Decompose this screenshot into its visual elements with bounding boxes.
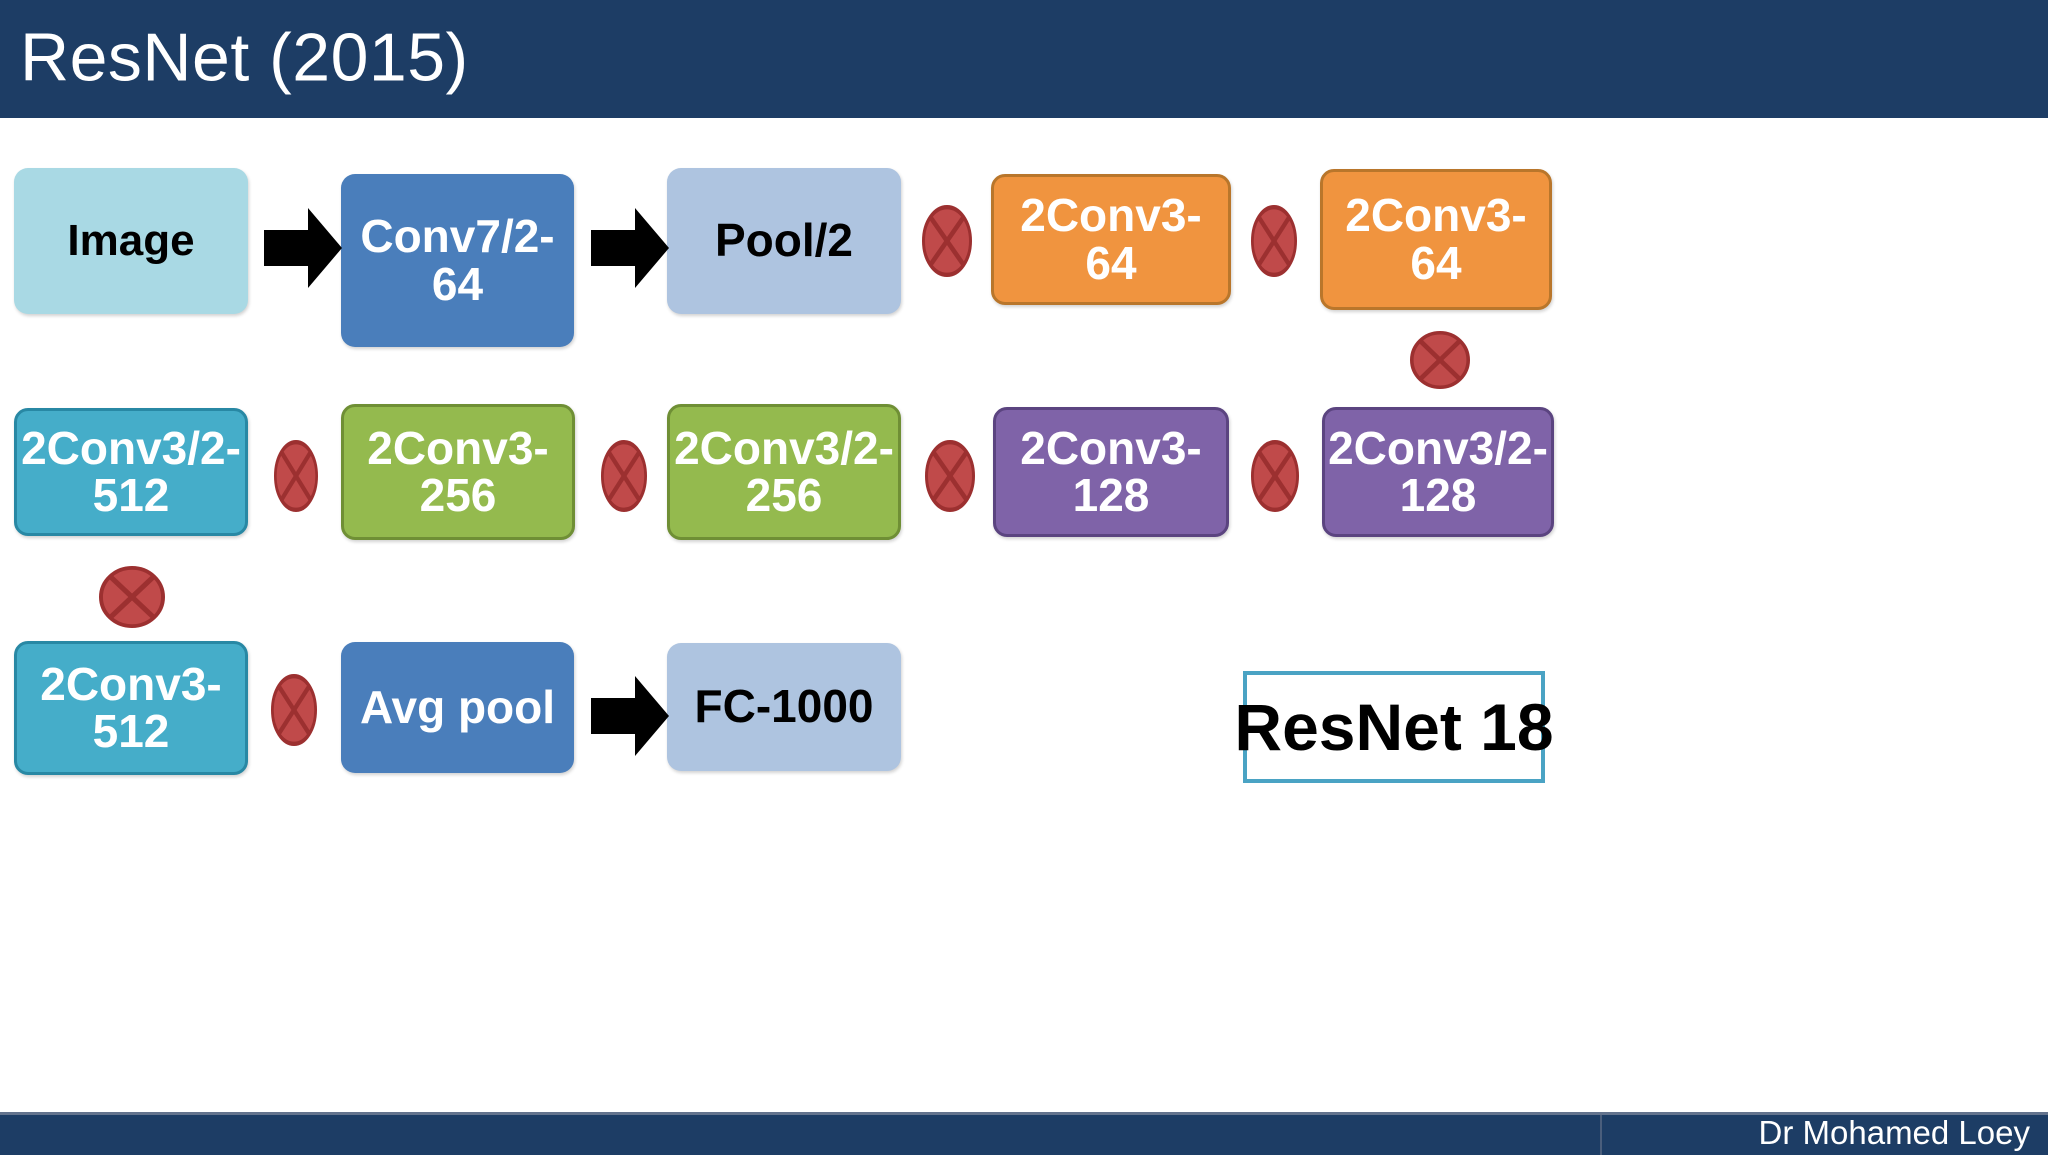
diagram-node-label: 2Conv3-64 xyxy=(1020,189,1202,289)
diagram-node-label: Conv7/2-64 xyxy=(360,210,555,310)
arrow-right-icon xyxy=(264,206,342,290)
diagram-node-avgpool: Avg pool xyxy=(341,642,574,773)
diagram-node-conv512_s2: 2Conv3/2-512 xyxy=(14,408,248,536)
diagram-node-label: 2Conv3/2-256 xyxy=(674,421,894,521)
residual-connector-icon xyxy=(99,566,165,628)
diagram-node-label: 2Conv3/2-128 xyxy=(1328,421,1548,521)
diagram-node-label: 2Conv3-256 xyxy=(367,421,549,521)
resnet-caption-box: ResNet 18 xyxy=(1234,671,1554,783)
slide-title-bar: ResNet (2015) xyxy=(0,0,2048,118)
diagram-node-conv128_s2: 2Conv3/2-128 xyxy=(1322,407,1554,537)
diagram-node-conv64_b: 2Conv3-64 xyxy=(1320,169,1552,310)
residual-connector-icon xyxy=(271,674,317,746)
residual-connector-icon xyxy=(274,440,318,512)
residual-connector-icon xyxy=(925,440,975,512)
diagram-node-label: Image xyxy=(67,216,195,266)
residual-connector-icon xyxy=(1251,205,1297,277)
resnet-caption-label: ResNet 18 xyxy=(1234,690,1554,764)
arrow-right-icon xyxy=(591,674,669,758)
diagram-node-conv128_a: 2Conv3-128 xyxy=(993,407,1229,537)
footer-author: Dr Mohamed Loey xyxy=(1758,1114,2030,1152)
diagram-node-conv256_a: 2Conv3-256 xyxy=(341,404,575,540)
diagram-node-conv7: Conv7/2-64 xyxy=(341,174,574,347)
diagram-node-image: Image xyxy=(14,168,248,314)
arrow-right-icon xyxy=(591,206,669,290)
diagram-node-label: FC-1000 xyxy=(694,680,874,733)
diagram-node-label: 2Conv3-64 xyxy=(1345,189,1527,289)
residual-connector-icon xyxy=(1251,440,1299,512)
residual-connector-icon xyxy=(922,205,972,277)
diagram-node-label: 2Conv3-128 xyxy=(1020,421,1202,521)
footer-divider xyxy=(1600,1115,1602,1155)
page-title: ResNet (2015) xyxy=(20,19,469,96)
diagram-node-conv256_s2: 2Conv3/2-256 xyxy=(667,404,901,540)
residual-connector-icon xyxy=(1410,331,1470,389)
slide-footer-bar: Dr Mohamed Loey xyxy=(0,1112,2048,1155)
diagram-node-label: Pool/2 xyxy=(714,214,854,267)
diagram-node-conv64_a: 2Conv3-64 xyxy=(991,174,1231,305)
diagram-node-fc1000: FC-1000 xyxy=(667,643,901,771)
diagram-node-label: 2Conv3-512 xyxy=(40,657,222,757)
diagram-node-label: 2Conv3/2-512 xyxy=(21,421,241,521)
diagram-canvas: Image Conv7/2-64 Pool/2 2Conv3-64 2Conv3-64 2… xyxy=(0,118,2048,1112)
diagram-node-label: Avg pool xyxy=(359,680,556,733)
diagram-node-conv512_b: 2Conv3-512 xyxy=(14,641,248,775)
diagram-node-pool2: Pool/2 xyxy=(667,168,901,314)
residual-connector-icon xyxy=(601,440,647,512)
